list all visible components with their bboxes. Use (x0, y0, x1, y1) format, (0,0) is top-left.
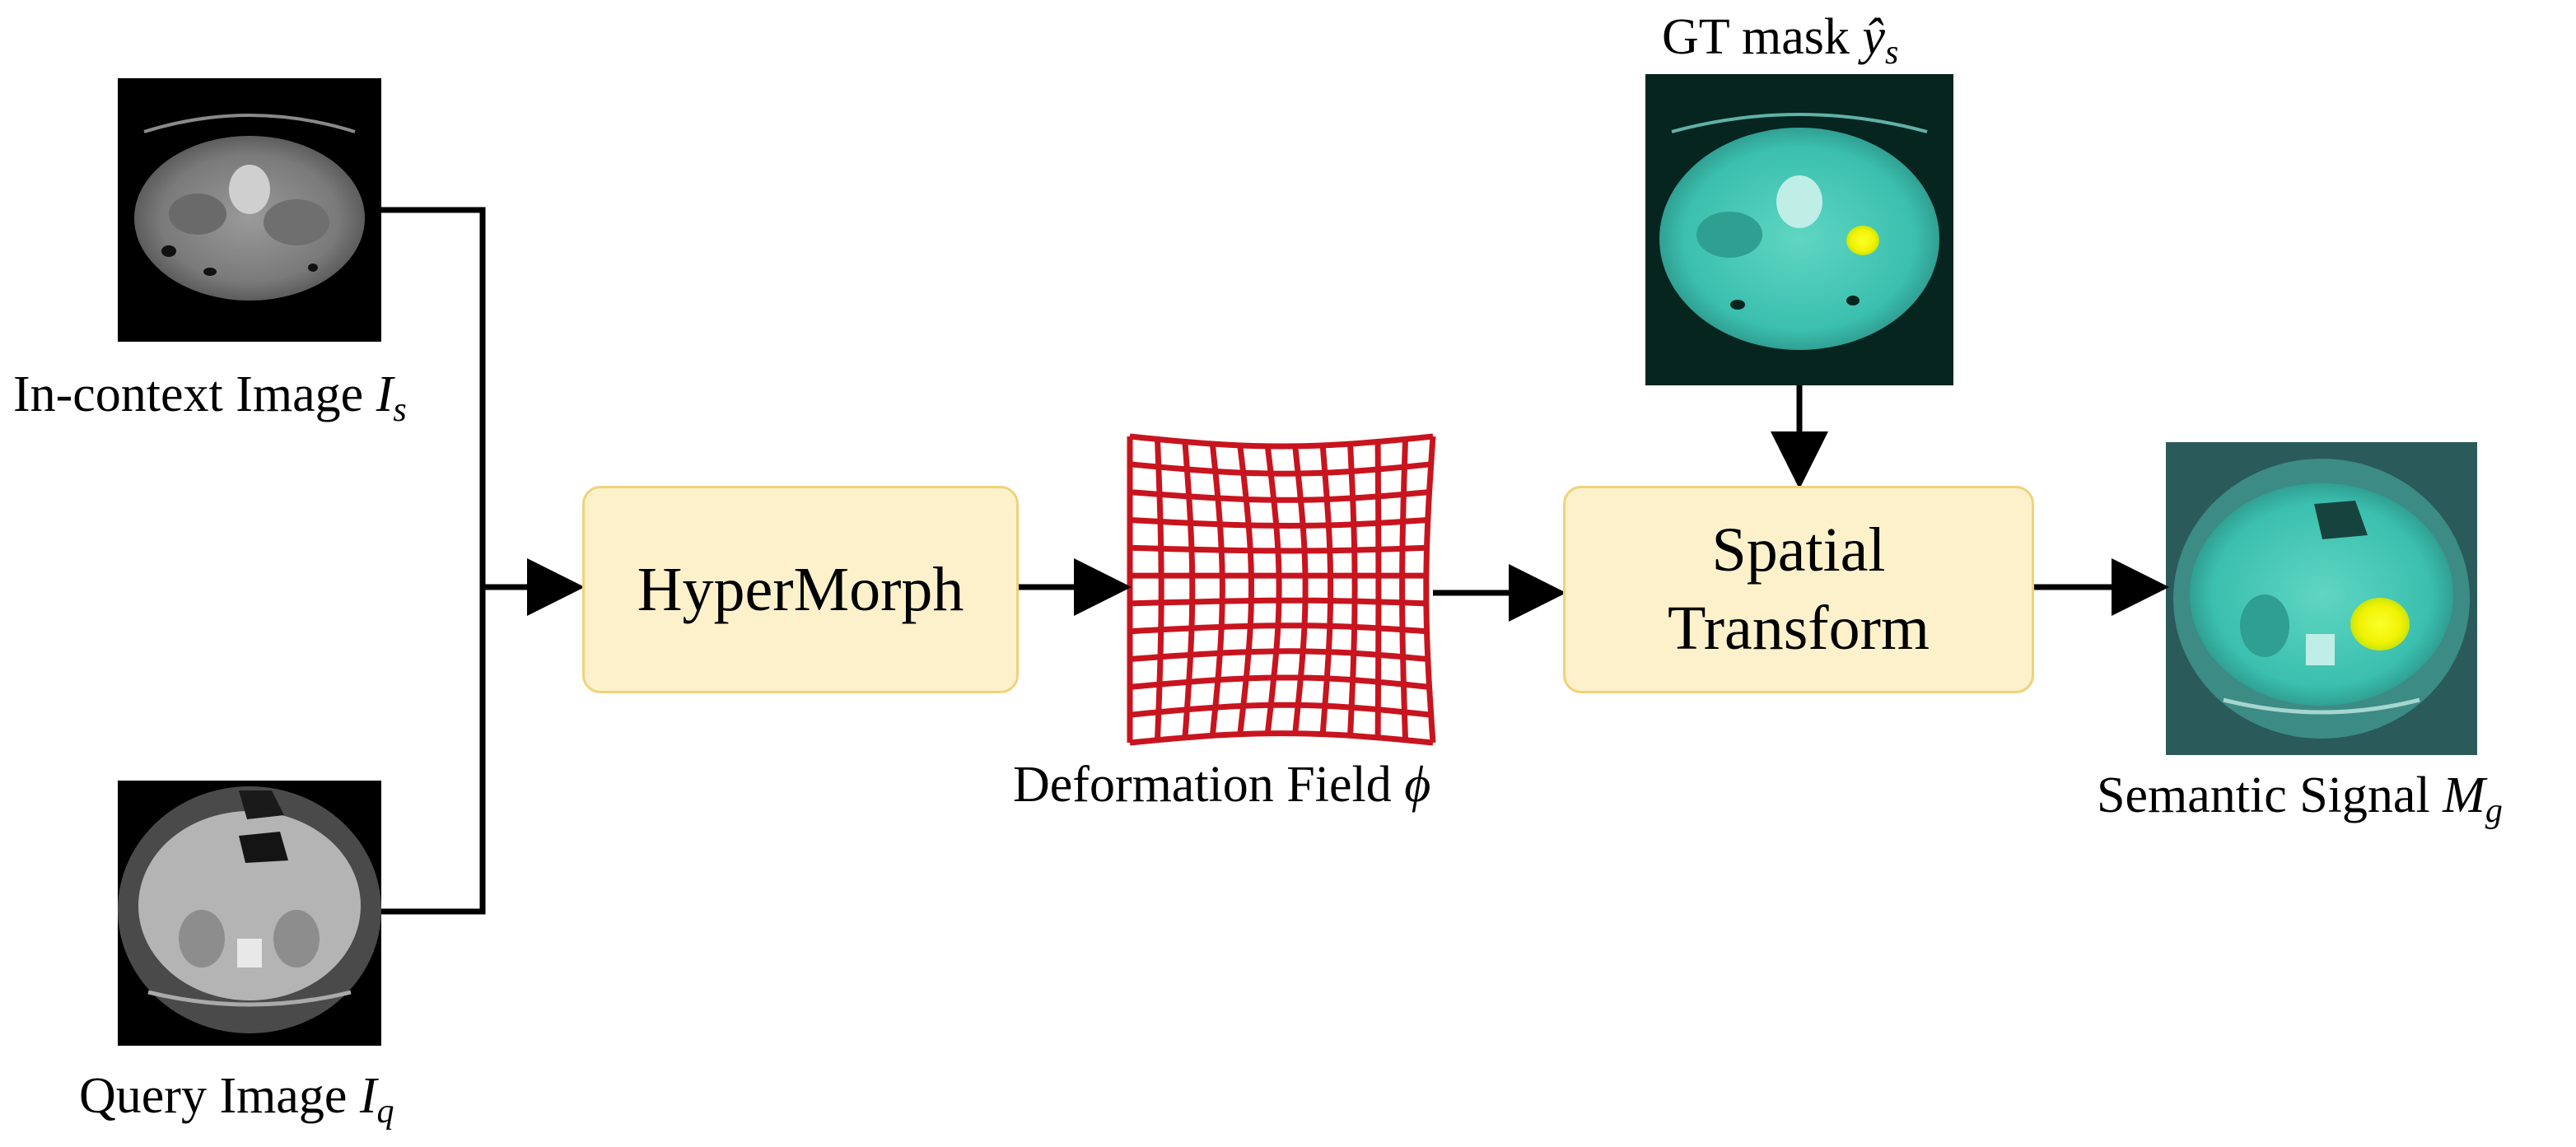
gtmask-label-text: GT mask (1662, 9, 1863, 65)
grid-line-vertical (1292, 445, 1309, 734)
spatial-transform-line2: Transform (1667, 594, 1930, 663)
spatial-transform-label: Spatial Transform (1668, 511, 1930, 668)
gtmask-label-sub: s (1884, 34, 1899, 72)
incontext-ct-image (118, 78, 381, 342)
query-label-text: Query Image (79, 1068, 360, 1124)
grid-line-horizontal (1129, 461, 1432, 477)
incontext-image-label: In-context Image Is (13, 369, 407, 427)
grid-line-vertical (1264, 445, 1282, 734)
query-label-sub: q (376, 1093, 394, 1131)
grid-line-vertical (1182, 441, 1196, 739)
gt-mask-label: GT mask ŷs (1662, 12, 1898, 70)
semantic-signal-label: Semantic Signal Mg (2097, 770, 2503, 828)
gt-mask-ct-image (1645, 74, 1953, 385)
hypermorph-box: HyperMorph (582, 486, 1019, 693)
grid-line-horizontal (1129, 544, 1427, 554)
gtmask-label-var: ŷ (1862, 9, 1885, 65)
connectors (381, 207, 2169, 915)
query-label-var: I (359, 1068, 377, 1124)
semantic-label-text: Semantic Signal (2097, 767, 2443, 823)
grid-line-horizontal (1129, 433, 1434, 450)
grid-line-vertical (1423, 436, 1436, 744)
incontext-label-var: I (376, 366, 394, 422)
grid-line-vertical (1237, 445, 1255, 734)
query-image-label: Query Image Iq (79, 1070, 394, 1129)
grid-line-horizontal (1129, 674, 1430, 690)
incontext-label-text: In-context Image (13, 366, 376, 422)
semantic-signal-image (2166, 442, 2477, 755)
grid-line-vertical (1209, 443, 1225, 736)
deform-label-text: Deformation Field (1013, 757, 1405, 813)
grid-line-vertical (1399, 439, 1408, 740)
grid-line-vertical (1155, 439, 1164, 740)
grid-line-vertical (1319, 445, 1334, 734)
grid-line-horizontal (1129, 702, 1432, 718)
grid-line-horizontal (1129, 622, 1427, 635)
deformation-field-label: Deformation Field ϕ (1013, 759, 1430, 810)
deform-label-var: ϕ (1404, 757, 1431, 813)
spatial-transform-line1: Spatial (1711, 515, 1886, 585)
spatial-transform-box: Spatial Transform (1563, 486, 2034, 693)
grid-line-horizontal (1129, 489, 1430, 503)
grid-line-horizontal (1129, 597, 1427, 607)
incontext-label-sub: s (393, 391, 407, 429)
deformation-field-grid (1127, 433, 1436, 746)
query-ct-image (118, 781, 381, 1046)
hypermorph-label: HyperMorph (637, 554, 964, 624)
grid-line-horizontal (1129, 730, 1434, 746)
grid-line-vertical (1374, 441, 1382, 738)
grid-line-horizontal (1129, 517, 1429, 529)
semantic-label-var: M (2443, 767, 2485, 823)
incontext-connector (381, 207, 486, 587)
query-connector (381, 587, 486, 915)
grid-line-vertical (1347, 443, 1358, 736)
semantic-label-sub: g (2485, 792, 2503, 830)
grid-line-horizontal (1129, 648, 1429, 662)
